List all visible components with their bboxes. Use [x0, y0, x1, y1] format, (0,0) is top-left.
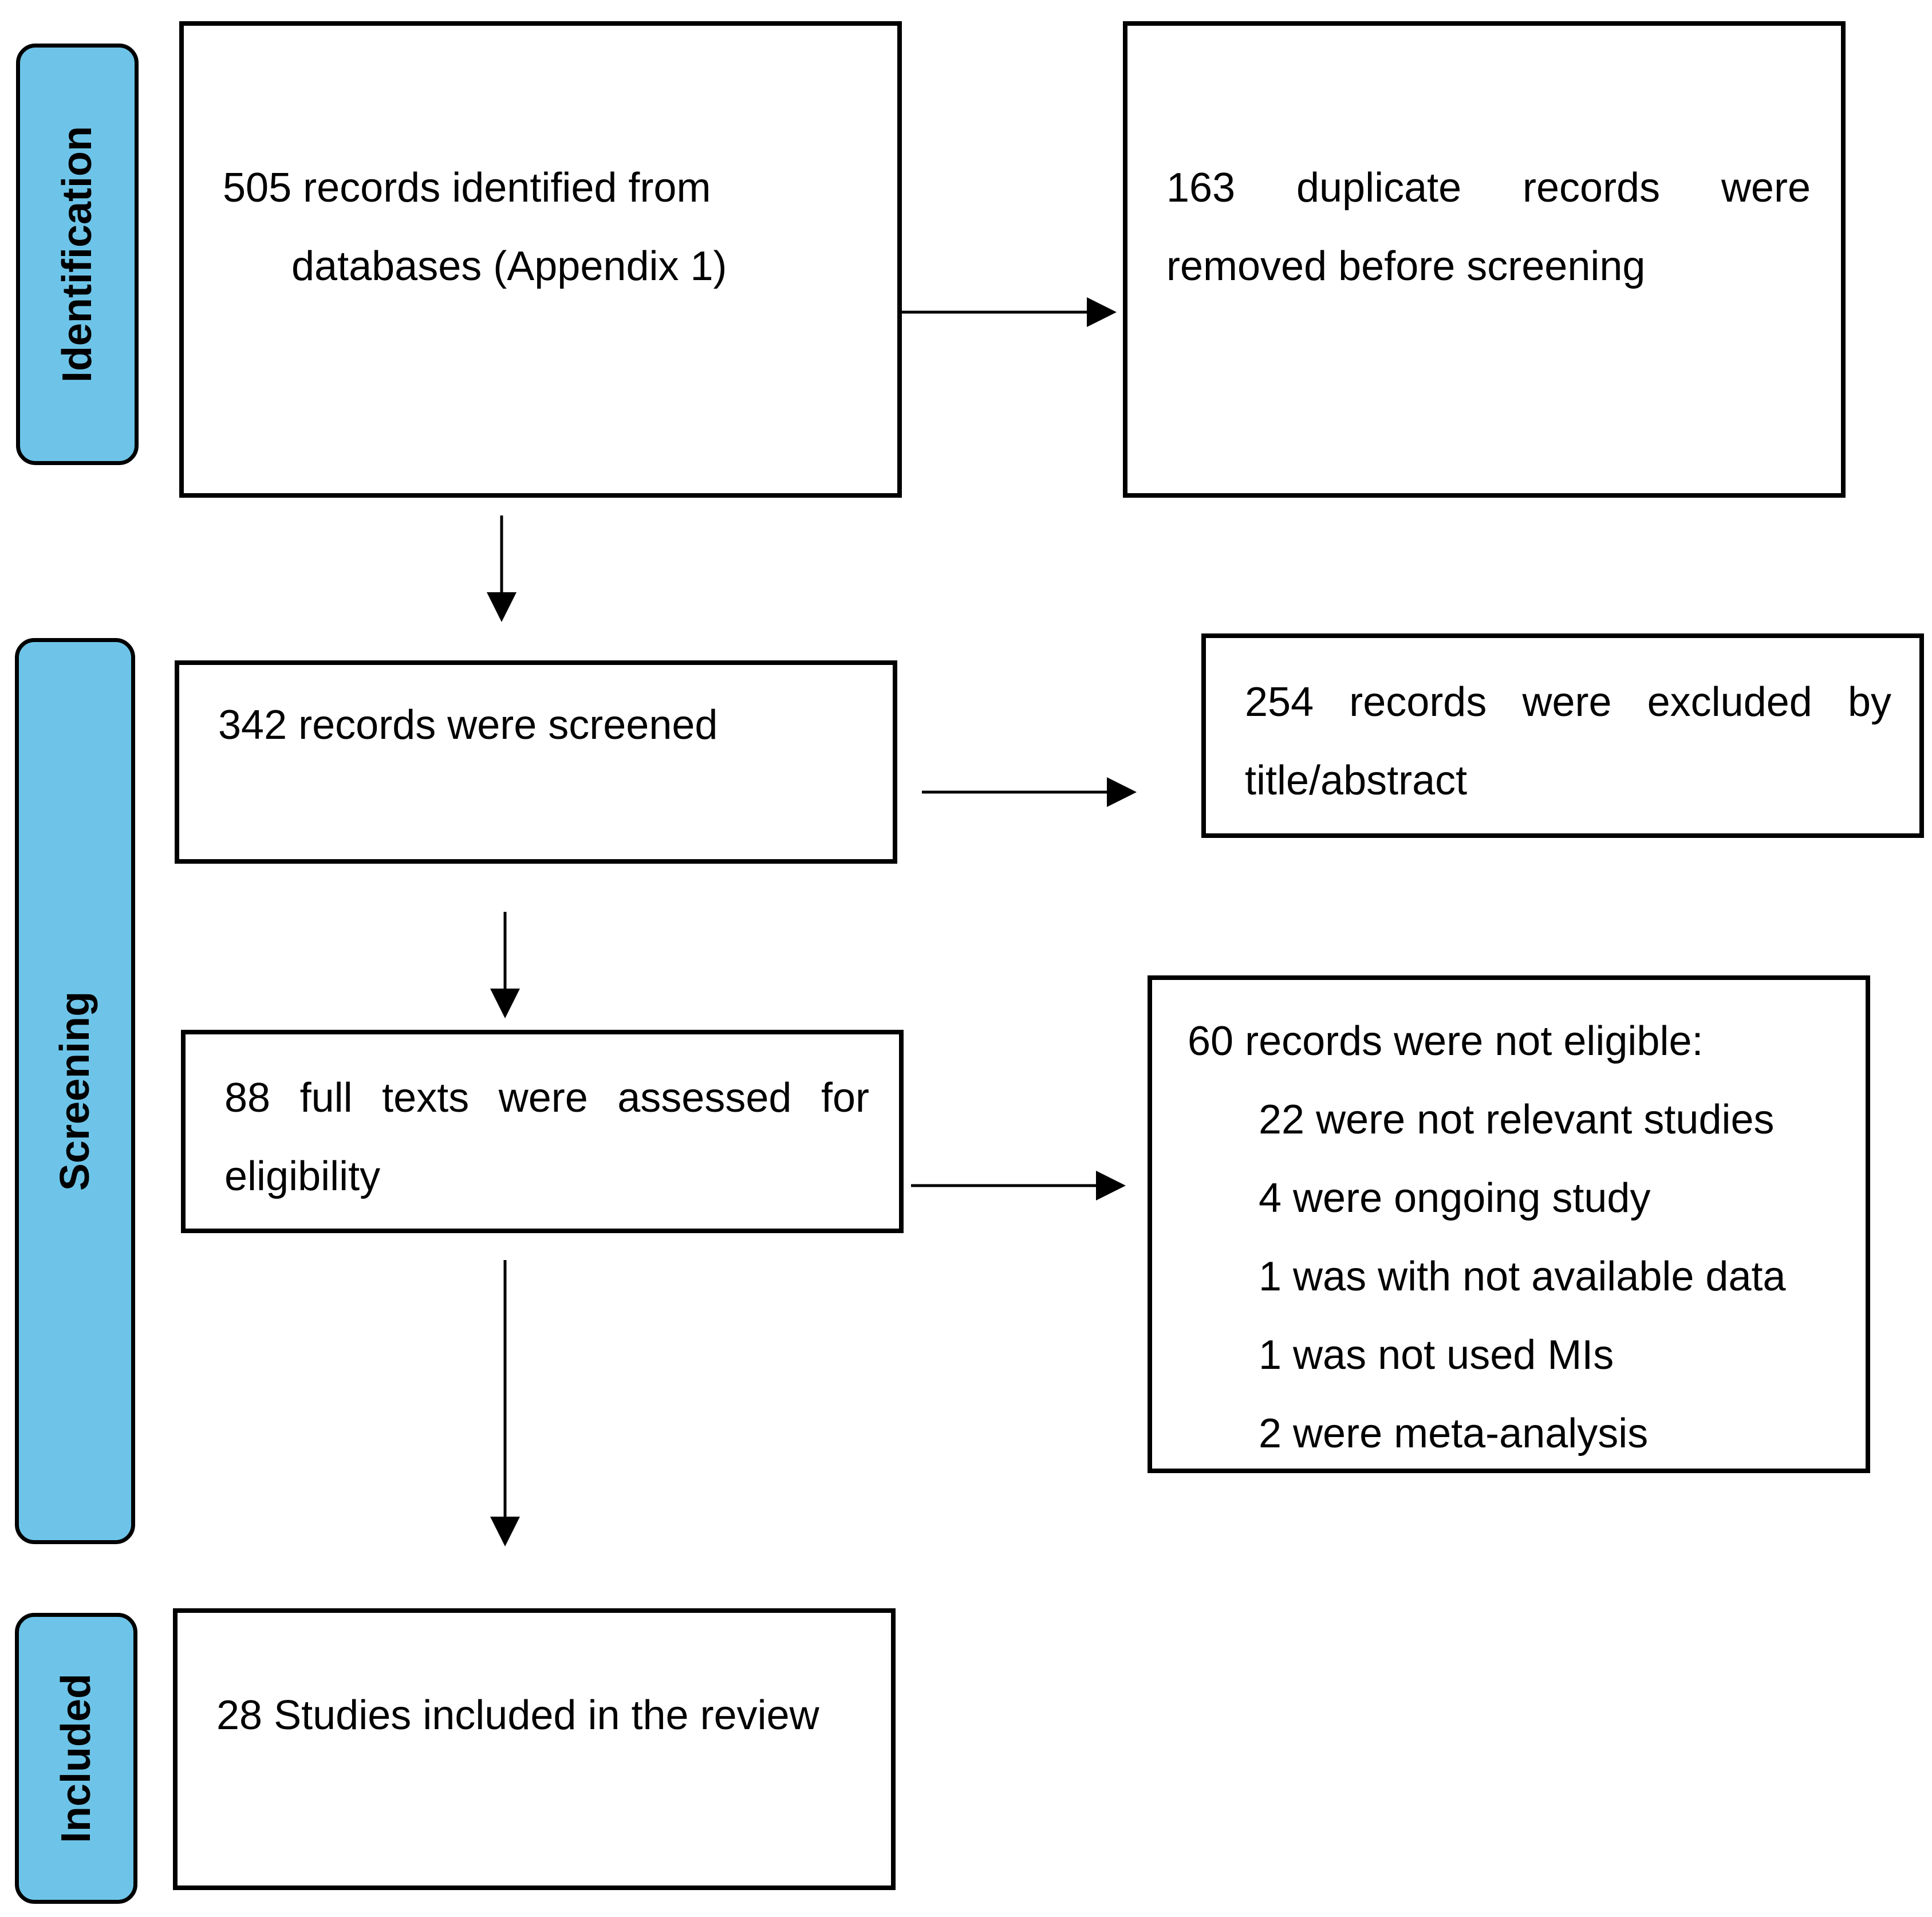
- excluded-word: were: [1522, 679, 1612, 725]
- arrowhead-down: [490, 1517, 520, 1546]
- excluded-word: excluded: [1647, 679, 1812, 725]
- duplicates-word: duplicate: [1296, 165, 1462, 211]
- full-texts-word: texts: [382, 1075, 470, 1121]
- phase-identification: Identification: [16, 44, 139, 465]
- phase-included: Included: [15, 1613, 137, 1904]
- excluded-word: by: [1847, 679, 1891, 725]
- arrowhead-down: [487, 592, 516, 622]
- studies-included-box: 28 Studies included in the review: [173, 1608, 896, 1890]
- duplicates-word: 163: [1166, 165, 1236, 211]
- records-screened-line1: 342 records were screened: [218, 702, 718, 748]
- records-identified-box: 505 records identified from databases (A…: [179, 21, 902, 498]
- not-eligible-reason: 1 was with not available data: [1259, 1254, 1786, 1300]
- full-texts-word: full: [299, 1075, 353, 1121]
- not-eligible-reason: 1 was not used MIs: [1259, 1332, 1614, 1378]
- full-texts-line2: eligibility: [224, 1154, 381, 1199]
- arrowhead-right: [1096, 1171, 1126, 1200]
- full-texts-word: assessed: [617, 1075, 792, 1121]
- excluded-records-line2: title/abstract: [1245, 758, 1468, 804]
- full-texts-word: 88: [224, 1075, 271, 1121]
- full-texts-line1: 88 full texts were assessed for: [224, 1059, 869, 1137]
- studies-included-line1: 28 Studies included in the review: [216, 1692, 819, 1738]
- excluded-records-line1: 254 records were excluded by: [1245, 663, 1891, 742]
- records-identified-line2: databases (Appendix 1): [291, 243, 727, 289]
- not-eligible-reason: 22 were not relevant studies: [1259, 1097, 1775, 1143]
- not-eligible-reason: 4 were ongoing study: [1259, 1175, 1651, 1221]
- arrowhead-down: [490, 989, 520, 1018]
- not-eligible-box: 60 records were not eligible: 22 were no…: [1148, 975, 1870, 1473]
- excluded-word: 254: [1245, 679, 1314, 725]
- excluded-records-box: 254 records were excluded by title/abstr…: [1201, 633, 1924, 838]
- records-screened-box: 342 records were screened: [175, 660, 897, 864]
- not-eligible-heading: 60 records were not eligible:: [1188, 1018, 1704, 1064]
- not-eligible-reason: 2 were meta-analysis: [1259, 1411, 1649, 1457]
- arrowhead-right: [1107, 777, 1137, 807]
- duplicates-word: records: [1523, 165, 1661, 211]
- duplicates-word: were: [1721, 165, 1811, 211]
- full-texts-word: were: [498, 1075, 588, 1121]
- full-texts-word: for: [821, 1075, 869, 1121]
- duplicates-removed-box: 163 duplicate records were removed befor…: [1123, 21, 1846, 498]
- excluded-word: records: [1349, 679, 1487, 725]
- phase-screening: Screening: [15, 638, 135, 1544]
- duplicates-removed-line1: 163 duplicate records were: [1166, 149, 1811, 227]
- full-texts-box: 88 full texts were assessed for eligibil…: [181, 1030, 904, 1233]
- arrowhead-right: [1087, 297, 1117, 327]
- records-identified-line1: 505 records identified from: [223, 165, 711, 211]
- duplicates-removed-line2: removed before screening: [1166, 243, 1646, 289]
